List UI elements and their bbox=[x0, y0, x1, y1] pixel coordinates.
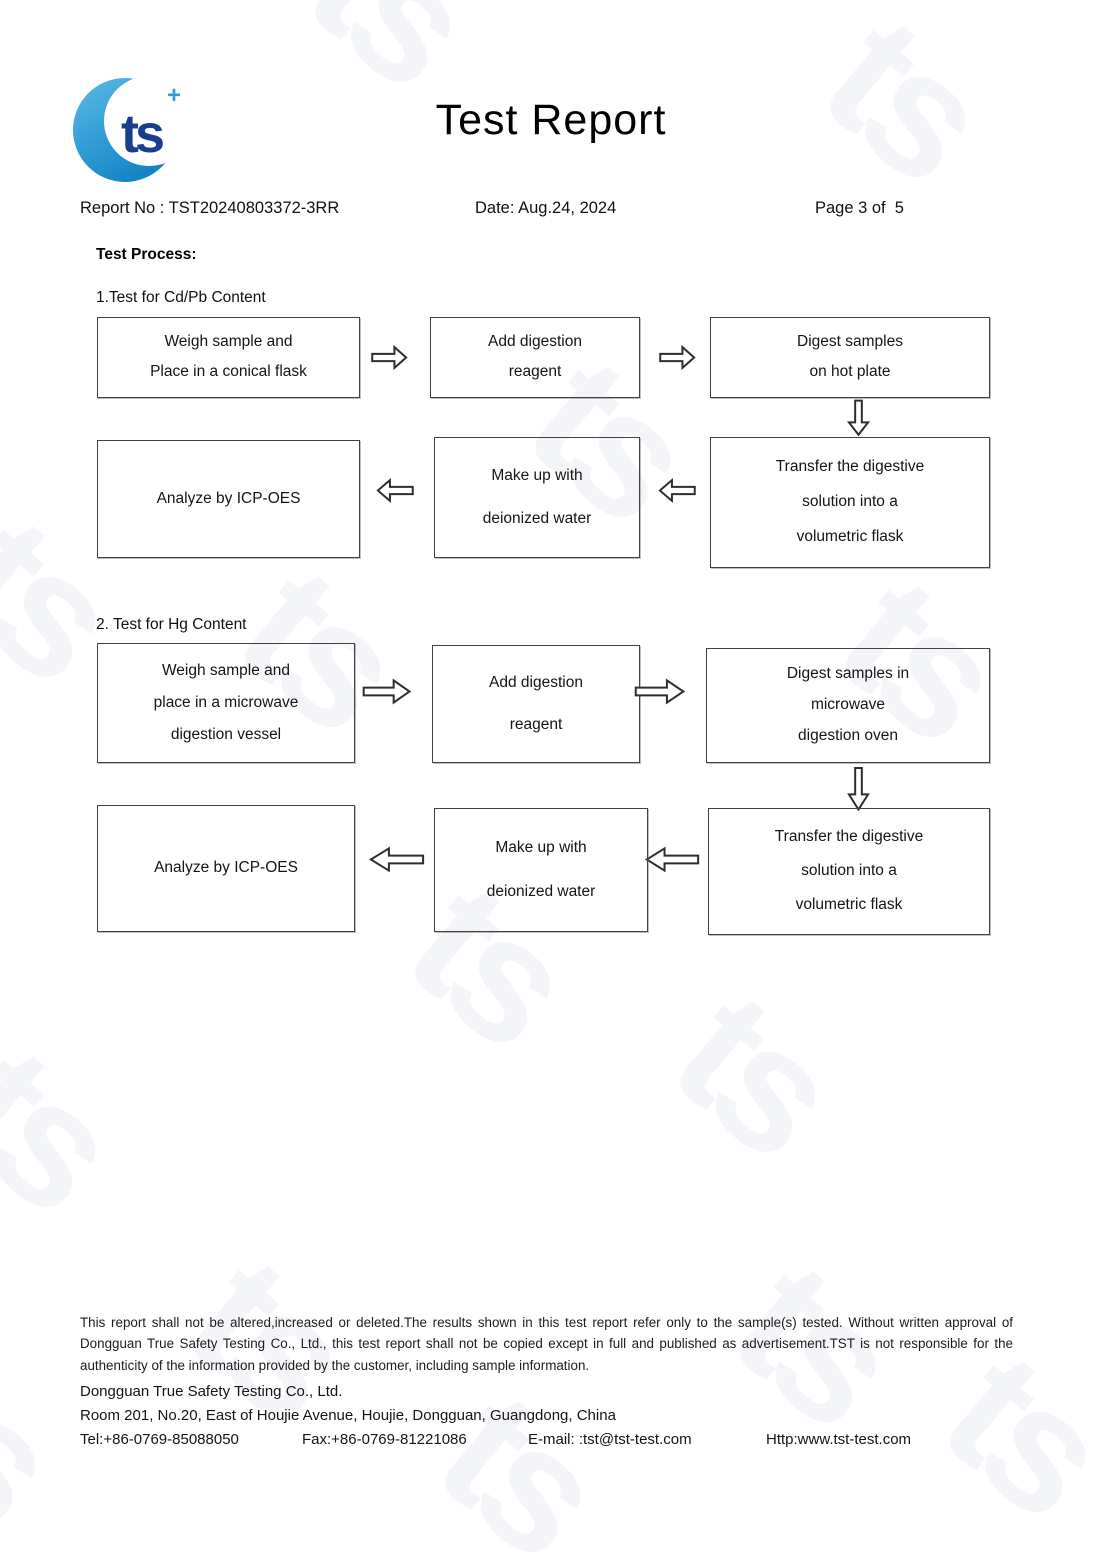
logo-plus-mark: + bbox=[167, 82, 181, 109]
arrow-right-icon bbox=[371, 344, 408, 371]
flow-box-line: Weigh sample and bbox=[161, 661, 291, 679]
contact-http: Http:www.tst-test.com bbox=[766, 1431, 912, 1448]
flowchart-2-title: 2. Test for Hg Content bbox=[96, 616, 247, 633]
flow-box-line: volumetric flask bbox=[796, 528, 904, 546]
flow2-box-add-reagent: Add digestion reagent bbox=[432, 645, 640, 763]
flow-box-line: reagent bbox=[508, 363, 562, 381]
flow-box-line: deionized water bbox=[482, 509, 592, 527]
flow-box-line: Digest samples in bbox=[786, 665, 910, 683]
flow1-box-transfer-solution: Transfer the digestive solution into a v… bbox=[710, 437, 990, 568]
flow-box-line: Place in a conical flask bbox=[150, 363, 307, 381]
flow-box-line: place in a microwave bbox=[153, 693, 299, 711]
flow1-box-add-reagent: Add digestion reagent bbox=[430, 317, 640, 398]
flow-box-line: reagent bbox=[509, 715, 563, 733]
company-address: Room 201, No.20, East of Houjie Avenue, … bbox=[80, 1407, 616, 1424]
logo-monogram: ts bbox=[121, 104, 163, 164]
flow-box-line: Make up with bbox=[495, 838, 587, 856]
flow-box-line: on hot plate bbox=[809, 363, 891, 381]
contact-tel: Tel:+86-0769-85088050 bbox=[80, 1431, 239, 1448]
flow-box-line: solution into a bbox=[801, 862, 897, 880]
test-process-heading: Test Process: bbox=[96, 246, 197, 263]
page-title: Test Report bbox=[435, 96, 667, 144]
flow2-box-digest-samples: Digest samples in microwave digestion ov… bbox=[706, 648, 990, 763]
flow-box-line: Weigh sample and bbox=[164, 333, 293, 351]
flow1-box-digest-samples: Digest samples on hot plate bbox=[710, 317, 990, 398]
flow-box-line: deionized water bbox=[486, 882, 596, 900]
arrow-down-icon bbox=[846, 399, 871, 436]
arrow-left-icon bbox=[376, 477, 414, 504]
flow1-box-make-up-water: Make up with deionized water bbox=[434, 437, 640, 558]
flow-box-line: Transfer the digestive bbox=[774, 828, 924, 846]
flow-box-line: digestion vessel bbox=[170, 725, 282, 743]
flow-box-line: Analyze by ICP-OES bbox=[154, 859, 298, 877]
tst-logo-icon: + ts bbox=[73, 78, 181, 182]
footer-disclaimer: This report shall not be altered,increas… bbox=[80, 1315, 1013, 1373]
flow-box-line: solution into a bbox=[802, 493, 898, 511]
flow-box-line: Add digestion bbox=[488, 333, 582, 351]
report-number: Report No : TST20240803372-3RR bbox=[80, 199, 340, 217]
report-date: Date: Aug.24, 2024 bbox=[475, 199, 617, 217]
flow2-box-analyze-icp: Analyze by ICP-OES bbox=[97, 805, 355, 932]
flow1-box-weigh-sample: Weigh sample and Place in a conical flas… bbox=[97, 317, 360, 398]
flow1-box-analyze-icp: Analyze by ICP-OES bbox=[97, 440, 360, 558]
page-indicator: Page 3 of 5 bbox=[815, 199, 904, 217]
flow-box-line: Add digestion bbox=[489, 673, 583, 691]
arrow-left-icon bbox=[368, 845, 425, 874]
arrow-right-icon bbox=[659, 344, 696, 371]
flow-box-line: digestion oven bbox=[798, 727, 898, 745]
flow-box-line: Transfer the digestive bbox=[775, 458, 925, 476]
flow-box-line: volumetric flask bbox=[795, 896, 903, 914]
contact-email: E-mail: :tst@tst-test.com bbox=[528, 1431, 692, 1448]
flow2-box-transfer-solution: Transfer the digestive solution into a v… bbox=[708, 808, 990, 935]
arrow-right-icon bbox=[634, 677, 686, 706]
flow-box-line: Analyze by ICP-OES bbox=[156, 489, 301, 507]
arrow-left-icon bbox=[644, 845, 700, 874]
company-name: Dongguan True Safety Testing Co., Ltd. bbox=[80, 1383, 343, 1400]
arrow-down-icon bbox=[846, 766, 871, 811]
contact-fax: Fax:+86-0769-81221086 bbox=[302, 1431, 467, 1448]
flow-box-line: Digest samples bbox=[797, 333, 903, 351]
arrow-right-icon bbox=[362, 677, 412, 706]
flow-box-line: microwave bbox=[810, 696, 886, 714]
flowchart-1-title: 1.Test for Cd/Pb Content bbox=[96, 289, 266, 306]
arrow-left-icon bbox=[658, 477, 696, 504]
flow-box-line: Make up with bbox=[491, 466, 583, 484]
flow2-box-make-up-water: Make up with deionized water bbox=[434, 808, 648, 932]
flow2-box-weigh-sample: Weigh sample and place in a microwave di… bbox=[97, 643, 355, 763]
